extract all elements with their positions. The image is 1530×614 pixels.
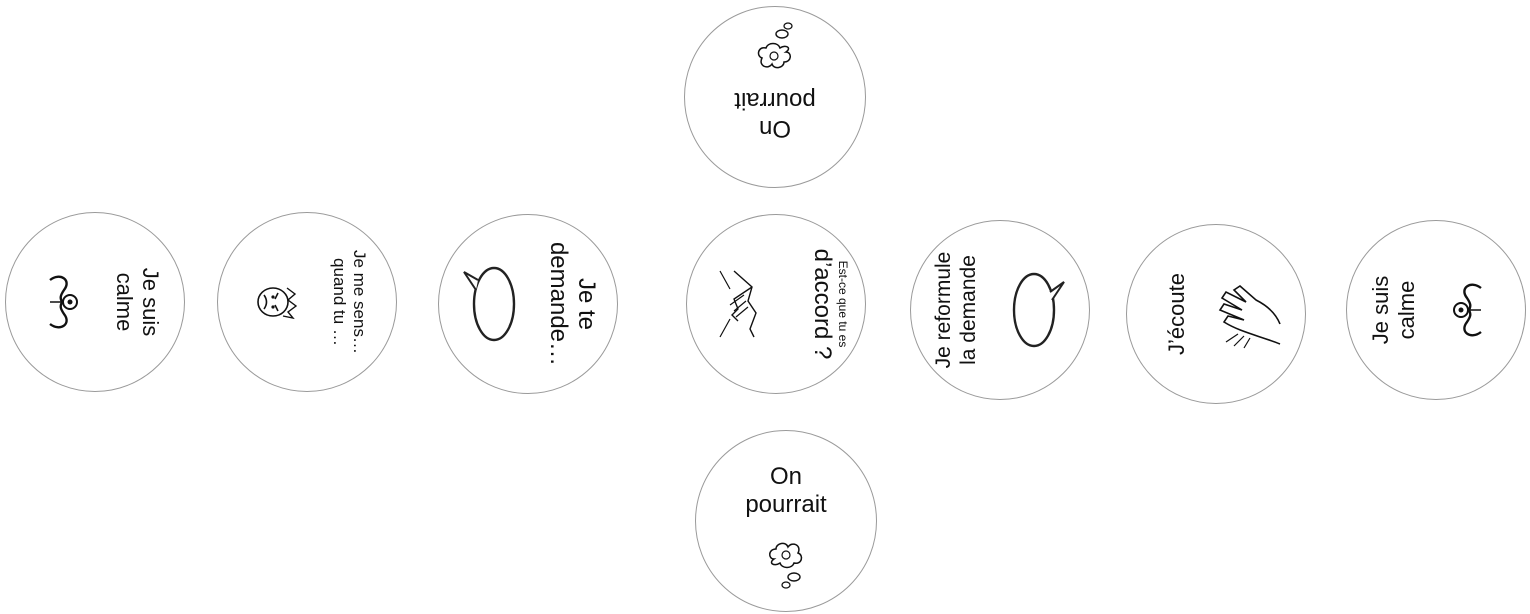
card-on-pourrait-bottom: On pourrait xyxy=(695,430,877,612)
card-label-line: Je reformule xyxy=(932,251,955,369)
card-label-small: Est-ce que tu es xyxy=(836,260,850,348)
card-label-line: J’écoute xyxy=(1164,273,1189,355)
idea-cloud-icon xyxy=(754,22,794,70)
card-je-me-sens: Je me sens… quand tu … xyxy=(217,212,397,392)
card-label-line: la demande xyxy=(956,255,980,365)
card-je-suis-calme-left: Je suis calme xyxy=(5,212,185,392)
card-label-line: demande… xyxy=(544,241,572,367)
card-label-line: On xyxy=(769,463,802,490)
card-est-ce-que-tu-es-daccord: Est-ce que tu es d’accord ? xyxy=(686,214,866,394)
card-label-line: calme xyxy=(1393,280,1419,340)
card-on-pourrait-top: On pourrait xyxy=(684,6,866,188)
card-label-line: d’accord ? xyxy=(808,248,836,360)
card-label-line: Je me sens… xyxy=(350,250,369,354)
card-label-line: Je suis xyxy=(1368,275,1393,345)
card-label-line: pourrait xyxy=(745,491,827,519)
speech-bubble-icon xyxy=(462,262,520,346)
meditation-icon xyxy=(38,272,90,332)
card-je-reformule-la-demande: Je reformule la demande xyxy=(910,220,1090,400)
card-je-suis-calme-right: Je suis calme xyxy=(1346,220,1526,400)
card-label-line: On xyxy=(759,115,792,142)
listening-hand-icon xyxy=(1210,278,1282,350)
card-label-line: calme xyxy=(112,272,138,332)
card-label-line: pourrait xyxy=(734,86,816,114)
handshake-icon xyxy=(710,269,774,339)
card-label-line: Je te xyxy=(573,277,600,331)
upset-face-icon xyxy=(253,282,297,322)
speech-bubble-icon xyxy=(1008,268,1066,352)
card-jecoute: J’écoute xyxy=(1126,224,1306,404)
card-label-line: Je suis xyxy=(138,267,163,337)
card-label-line: quand tu … xyxy=(329,258,349,346)
card-je-te-demande: Je te demande… xyxy=(438,214,618,394)
meditation-icon xyxy=(1441,280,1493,340)
idea-cloud-icon xyxy=(766,541,806,589)
